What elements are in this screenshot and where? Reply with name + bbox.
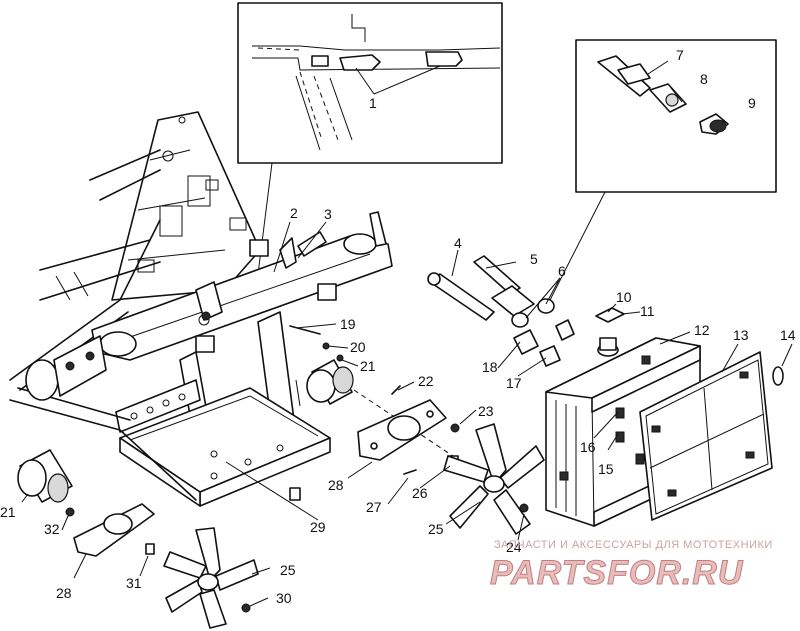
callout-6: 6	[558, 263, 566, 279]
callout-10: 10	[616, 289, 632, 305]
callout-29: 29	[310, 519, 326, 535]
callout-23: 23	[478, 403, 494, 419]
callout-13: 13	[733, 327, 749, 343]
callout-18: 18	[482, 359, 498, 375]
callout-21-lower: 21	[0, 504, 16, 520]
callout-9: 9	[748, 95, 756, 111]
nut-32	[65, 507, 75, 517]
callout-24: 24	[506, 539, 522, 555]
watermark-logo: PARTSFOR.RU	[490, 554, 744, 592]
callout-15: 15	[598, 461, 614, 477]
fan-motor-upper	[295, 359, 354, 407]
callout-14: 14	[780, 327, 796, 343]
fan-blade-upper	[443, 423, 545, 535]
callout-25-lower: 25	[280, 562, 296, 578]
watermark: ЗАПЧАСТИ И АКСЕССУАРЫ ДЛЯ МОТОТЕХНИКИ PA…	[490, 539, 773, 593]
callout-30: 30	[276, 590, 292, 606]
callout-25-upper: 25	[428, 521, 444, 537]
callout-8: 8	[700, 71, 708, 87]
callout-19: 19	[340, 316, 356, 332]
callout-17: 17	[506, 375, 522, 391]
callout-27: 27	[366, 499, 382, 515]
callout-20: 20	[350, 339, 366, 355]
bolt-19	[289, 325, 321, 335]
detail-inset-fitting	[575, 39, 777, 193]
callout-16: 16	[580, 439, 596, 455]
callout-32: 32	[44, 521, 60, 537]
fan-shroud-upper	[357, 399, 447, 461]
callout-28-lower: 28	[56, 585, 72, 601]
callout-12: 12	[694, 322, 710, 338]
radiator-screen	[639, 351, 773, 521]
fan-motor-lower	[17, 449, 73, 503]
spacer-31	[145, 543, 155, 555]
inset-connector-line-right	[549, 191, 606, 301]
callout-1: 1	[369, 95, 377, 111]
callout-7: 7	[676, 47, 684, 63]
nut-24	[519, 503, 529, 513]
bolt-27	[403, 469, 417, 475]
nut-21	[336, 354, 344, 362]
fan-shroud-lower	[73, 503, 155, 557]
coolant-hoses	[427, 255, 575, 367]
grommet-29	[289, 487, 301, 501]
leader-lines	[21, 221, 793, 607]
bolt-22	[391, 385, 401, 395]
callout-3: 3	[324, 206, 332, 222]
watermark-caption: ЗАПЧАСТИ И АКСЕССУАРЫ ДЛЯ МОТОТЕХНИКИ	[494, 539, 773, 551]
callout-21-upper: 21	[360, 358, 376, 374]
callout-31: 31	[126, 575, 142, 591]
callout-28-upper: 28	[328, 477, 344, 493]
callout-11: 11	[640, 303, 655, 319]
main-frame	[9, 111, 393, 507]
callout-2: 2	[290, 205, 298, 221]
o-ring	[772, 366, 784, 386]
nut-30	[241, 603, 251, 613]
fan-blade-lower	[163, 527, 259, 629]
callout-26: 26	[412, 485, 428, 501]
detail-inset-mount-brackets	[237, 2, 503, 164]
nut-23	[450, 423, 460, 433]
callout-5: 5	[530, 251, 538, 267]
callout-4: 4	[454, 235, 462, 251]
callout-labels: 1 2 3 4 5 6 7 8 9 10 11 12 13 14 15 16 1…	[0, 47, 796, 606]
callout-22: 22	[418, 373, 434, 389]
